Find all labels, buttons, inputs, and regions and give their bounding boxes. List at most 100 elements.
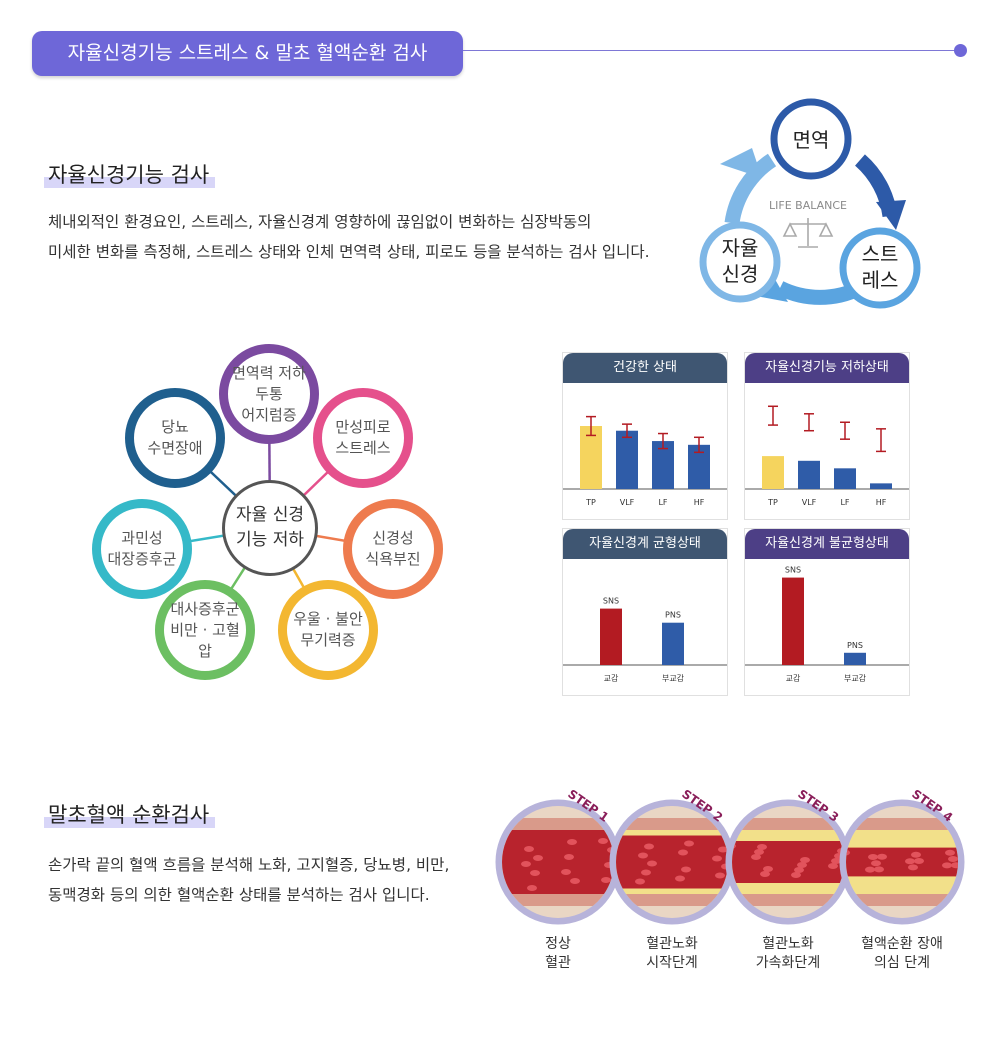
chart-error-bar [840, 421, 850, 440]
section-header: 자율신경기능 스트레스 & 말초 혈액순환 검사 [32, 31, 463, 76]
symptom-circle: 당뇨 수면장애 [125, 388, 225, 488]
chart-tick-label: HF [876, 498, 887, 507]
chart-error-bar [586, 415, 596, 437]
vessel-step-illustration: STEP 4 [839, 787, 965, 925]
chart-bar [834, 468, 856, 489]
chart-bar [600, 608, 622, 665]
chart-tick-label: 교감 [786, 673, 801, 683]
ans-title-text: 자율신경기능 검사 [48, 163, 210, 187]
step-label: 혈관노화 가속화단계 [755, 936, 821, 971]
ans-section-title: 자율신경기능 검사 [44, 161, 216, 189]
vessel-lumen [846, 847, 958, 877]
symptom-circle: 대사증후군 비만 · 고혈압 [155, 580, 255, 680]
chart-bar [798, 460, 820, 489]
chart-bar-label: PNS [847, 641, 863, 650]
symptom-label: 신경성 식욕부진 [365, 529, 421, 568]
chart-tick-label: TP [767, 498, 778, 507]
circulation-description-line-2: 동맥경화 등의 의한 혈액순환 상태를 분석하는 검사 입니다. [48, 886, 430, 904]
circulation-description-line-1: 손가락 끝의 혈액 흐름을 분석해 노화, 고지혈증, 당뇨병, 비만, [48, 856, 450, 874]
chart-error-bar [694, 436, 704, 454]
vessel-step-illustration: STEP 3 [725, 787, 851, 925]
chart-tick-label: 부교감 [844, 673, 867, 683]
chart-bar-label: SNS [603, 597, 619, 606]
chart-tick-label: 부교감 [662, 673, 685, 683]
cycle-node-autonomic-label-2: 신경 [722, 262, 759, 286]
symptom-label: 당뇨 수면장애 [147, 418, 203, 457]
chart-bar [762, 456, 784, 489]
chart-panel: 자율신경기능 저하상태 TP VLF LF HF [744, 352, 910, 520]
chart-title: 자율신경기능 저하상태 [745, 353, 909, 383]
chart-plot: TP VLF LF HF [563, 415, 727, 507]
chart-bar [580, 426, 602, 489]
life-balance-cycle: LIFE BALANCE 면역 스트 레스 자율 신경 [699, 98, 921, 309]
header-divider-dot [954, 44, 967, 57]
header-divider-line [463, 50, 958, 51]
cycle-node-stress-label-1: 스트 [862, 242, 899, 266]
vessel-lumen [732, 841, 844, 883]
chart-bar [782, 577, 804, 665]
cycle-node-autonomic [699, 221, 781, 303]
chart-tick-label: HF [694, 498, 705, 507]
chart-error-bar [876, 428, 886, 453]
chart-panel: 건강한 상태 TP VLF LF HF [562, 352, 728, 520]
cycle-node-autonomic-label-1: 자율 [722, 236, 759, 260]
symptom-label: 우울 · 불안 무기력증 [293, 610, 363, 649]
chart-plot: TP VLF LF HF [745, 405, 909, 507]
cycle-arrowhead-bottom [756, 274, 788, 302]
chart-bar [662, 622, 684, 665]
chart-tick-label: VLF [802, 498, 817, 507]
symptom-circle: 과민성 대장증후군 [92, 499, 192, 599]
vessel-lumen [502, 830, 614, 894]
cycle-node-immunity-label: 면역 [793, 128, 830, 152]
ans-description-line-1: 체내외적인 환경요인, 스트레스, 자율신경계 영향하에 끊임없이 변화하는 심… [48, 213, 592, 231]
chart-title: 자율신경계 균형상태 [563, 529, 727, 559]
step-label: 혈관노화 시작단계 [646, 936, 698, 971]
chart-title: 건강한 상태 [563, 353, 727, 383]
cycle-node-stress-label-2: 레스 [862, 268, 899, 292]
chart-panel: 자율신경계 불균형상태 SNS 교감 PNS 부교감 [744, 528, 910, 696]
circulation-title-text: 말초혈액 순환검사 [48, 803, 210, 827]
chart-error-bar [804, 413, 814, 432]
vessel-lumen [616, 835, 728, 889]
chart-tick-label: VLF [620, 498, 635, 507]
vessel-step-illustration: STEP 1 [495, 787, 621, 925]
chart-bar [652, 441, 674, 489]
symptom-center-label: 자율 신경 기능 저하 [236, 505, 304, 550]
symptom-circle: 신경성 식욕부진 [343, 499, 443, 599]
scale-icon [782, 218, 834, 248]
chart-error-bar [622, 423, 632, 439]
chart-tick-label: LF [658, 498, 667, 507]
symptom-center-circle: 자율 신경 기능 저하 [222, 480, 318, 576]
step-label: 혈액순환 장애 의심 단계 [861, 936, 943, 971]
circulation-section-title: 말초혈액 순환검사 [44, 801, 216, 829]
symptom-circle: 우울 · 불안 무기력증 [278, 580, 378, 680]
chart-tick-label: TP [585, 498, 596, 507]
chart-bar-label: SNS [785, 566, 801, 575]
ans-description-line-2: 미세한 변화를 측정해, 스트레스 상태와 인체 면역력 상태, 피로도 등을 … [48, 243, 650, 261]
symptom-label: 면역력 저하 두통 어지럼증 [232, 363, 306, 424]
chart-plot: SNS 교감 PNS 부교감 [745, 566, 909, 683]
chart-bar [870, 483, 892, 489]
chart-error-bar [658, 432, 668, 450]
chart-title: 자율신경계 불균형상태 [745, 529, 909, 559]
cycle-arrow-left [724, 153, 777, 225]
symptom-label: 과민성 대장증후군 [107, 529, 177, 568]
cycle-node-stress [839, 227, 921, 309]
chart-tick-label: LF [840, 498, 849, 507]
chart-bar [688, 444, 710, 489]
chart-tick-label: 교감 [604, 673, 619, 683]
cycle-arrowhead-right [876, 200, 906, 230]
chart-error-bar [768, 405, 778, 426]
symptom-circle: 면역력 저하 두통 어지럼증 [219, 344, 319, 444]
symptom-circle: 만성피로 스트레스 [313, 388, 413, 488]
chart-bar [616, 430, 638, 489]
vessel-step-illustration: STEP 2 [609, 787, 735, 925]
life-balance-label: LIFE BALANCE [769, 199, 847, 212]
symptom-label: 대사증후군 비만 · 고혈압 [170, 599, 240, 660]
chart-bar [844, 652, 866, 665]
step-label: 정상 혈관 [545, 936, 571, 971]
symptom-label: 만성피로 스트레스 [335, 418, 391, 457]
